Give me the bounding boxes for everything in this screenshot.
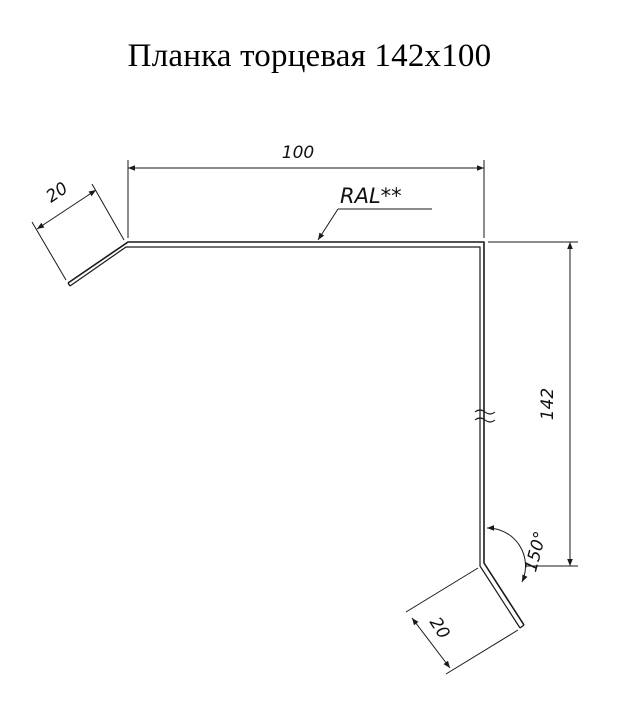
drawing-title: Планка торцевая 142х100 (127, 38, 492, 74)
ral-callout: RAL** (340, 184, 402, 208)
break-symbol (474, 409, 496, 423)
angle-150-label: 150° (521, 529, 551, 574)
dimension-20-left (31, 183, 125, 281)
dimension-100 (127, 160, 485, 238)
angle-150 (486, 525, 528, 583)
dimension-100-label: 100 (282, 143, 314, 163)
dimension-20-bottom (405, 567, 519, 675)
dimension-20-bottom-label: 20 (425, 614, 454, 643)
dimension-142-label: 142 (538, 388, 558, 420)
ral-leader (317, 208, 432, 241)
sheet-profile (67, 241, 525, 629)
dimension-20-left-label: 20 (43, 179, 72, 208)
dimension-142 (488, 241, 578, 567)
